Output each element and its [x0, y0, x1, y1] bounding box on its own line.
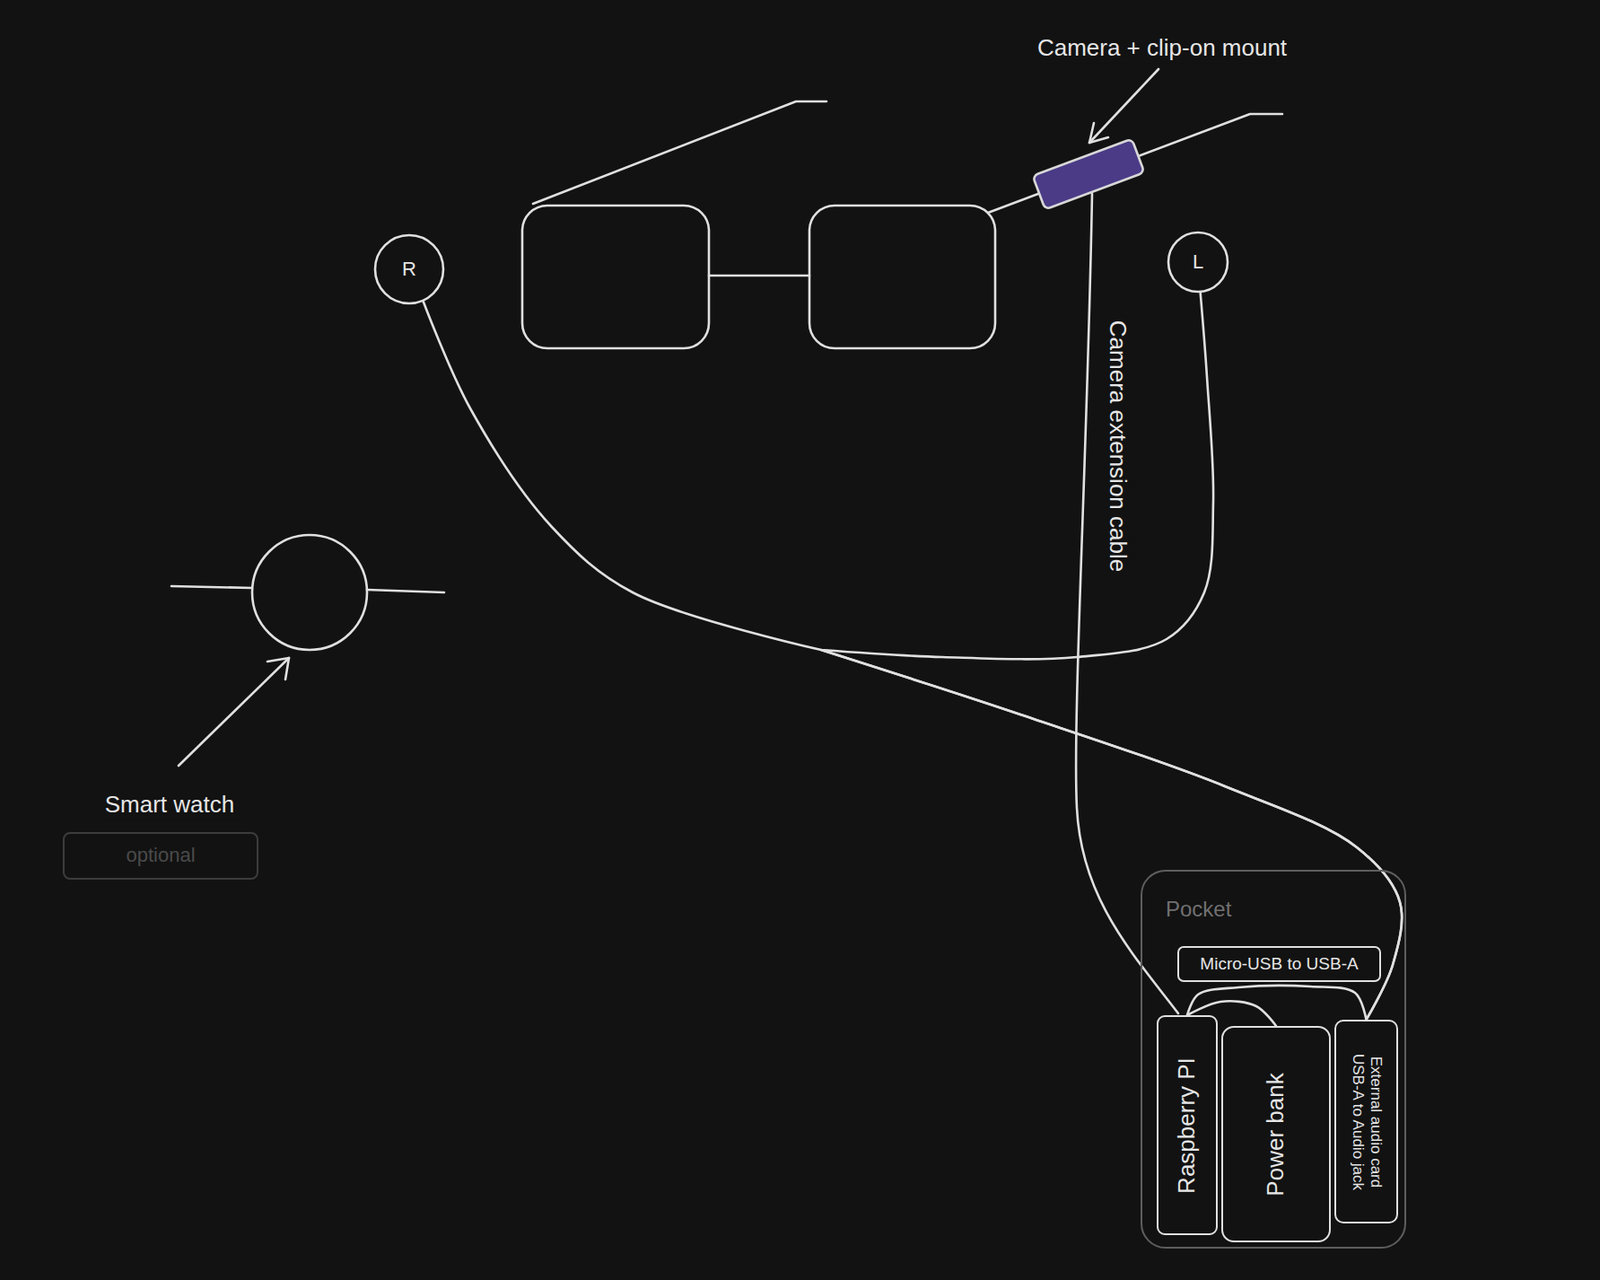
camera-cable: [1075, 193, 1179, 1014]
callout-label: Camera extension cable: [1101, 315, 1132, 577]
node-text: optional: [125, 843, 195, 867]
node-text: Micro-USB to USB-A: [1199, 953, 1358, 975]
circle-outline: [375, 235, 444, 304]
cable-connector: [423, 301, 1403, 1020]
tag-box: optional: [62, 831, 259, 880]
leader-arrow: [1089, 69, 1159, 143]
node-text: R: [402, 257, 417, 281]
arrow-head: [1089, 122, 1109, 143]
node-text: Pocket: [1165, 896, 1232, 923]
component-box: Power bank: [1221, 1025, 1331, 1242]
cable-connector: [1187, 985, 1367, 1020]
node-text: External audio card USB-A to Audio jack: [1347, 1040, 1385, 1203]
callout-label: Smart watch: [100, 789, 240, 820]
circle-outline: [1168, 232, 1228, 292]
leader-arrow: [178, 657, 289, 766]
glasses-lens: [809, 205, 996, 349]
watch-strap: [367, 589, 445, 593]
glasses-lens: [522, 205, 709, 349]
glasses-temple: [987, 113, 1283, 213]
smart-watch-face: [252, 534, 368, 650]
pocket-region: Micro-USB to USB-A Raspberry PI Power bank…: [1140, 869, 1407, 1249]
component-box: External audio card USB-A to Audio jack: [1334, 1019, 1399, 1224]
node-text: Power bank: [1261, 1032, 1290, 1235]
cable-box: Micro-USB to USB-A: [1177, 945, 1382, 982]
glasses-temple: [533, 101, 827, 204]
watch-strap: [171, 585, 253, 588]
node-text: L: [1192, 250, 1204, 274]
node-text: Raspberry PI: [1172, 1022, 1201, 1228]
component-box: Raspberry PI: [1156, 1014, 1218, 1235]
arrow-head: [267, 657, 289, 680]
cable-connector: [1187, 1000, 1277, 1026]
cable-connector: [821, 292, 1402, 1020]
glasses-bridge: [708, 274, 810, 278]
earbud-circle: L: [1166, 230, 1230, 294]
callout-label: Camera + clip-on mount: [1032, 33, 1292, 63]
earbud-circle: R: [373, 233, 446, 306]
camera-mount: [1032, 139, 1146, 210]
